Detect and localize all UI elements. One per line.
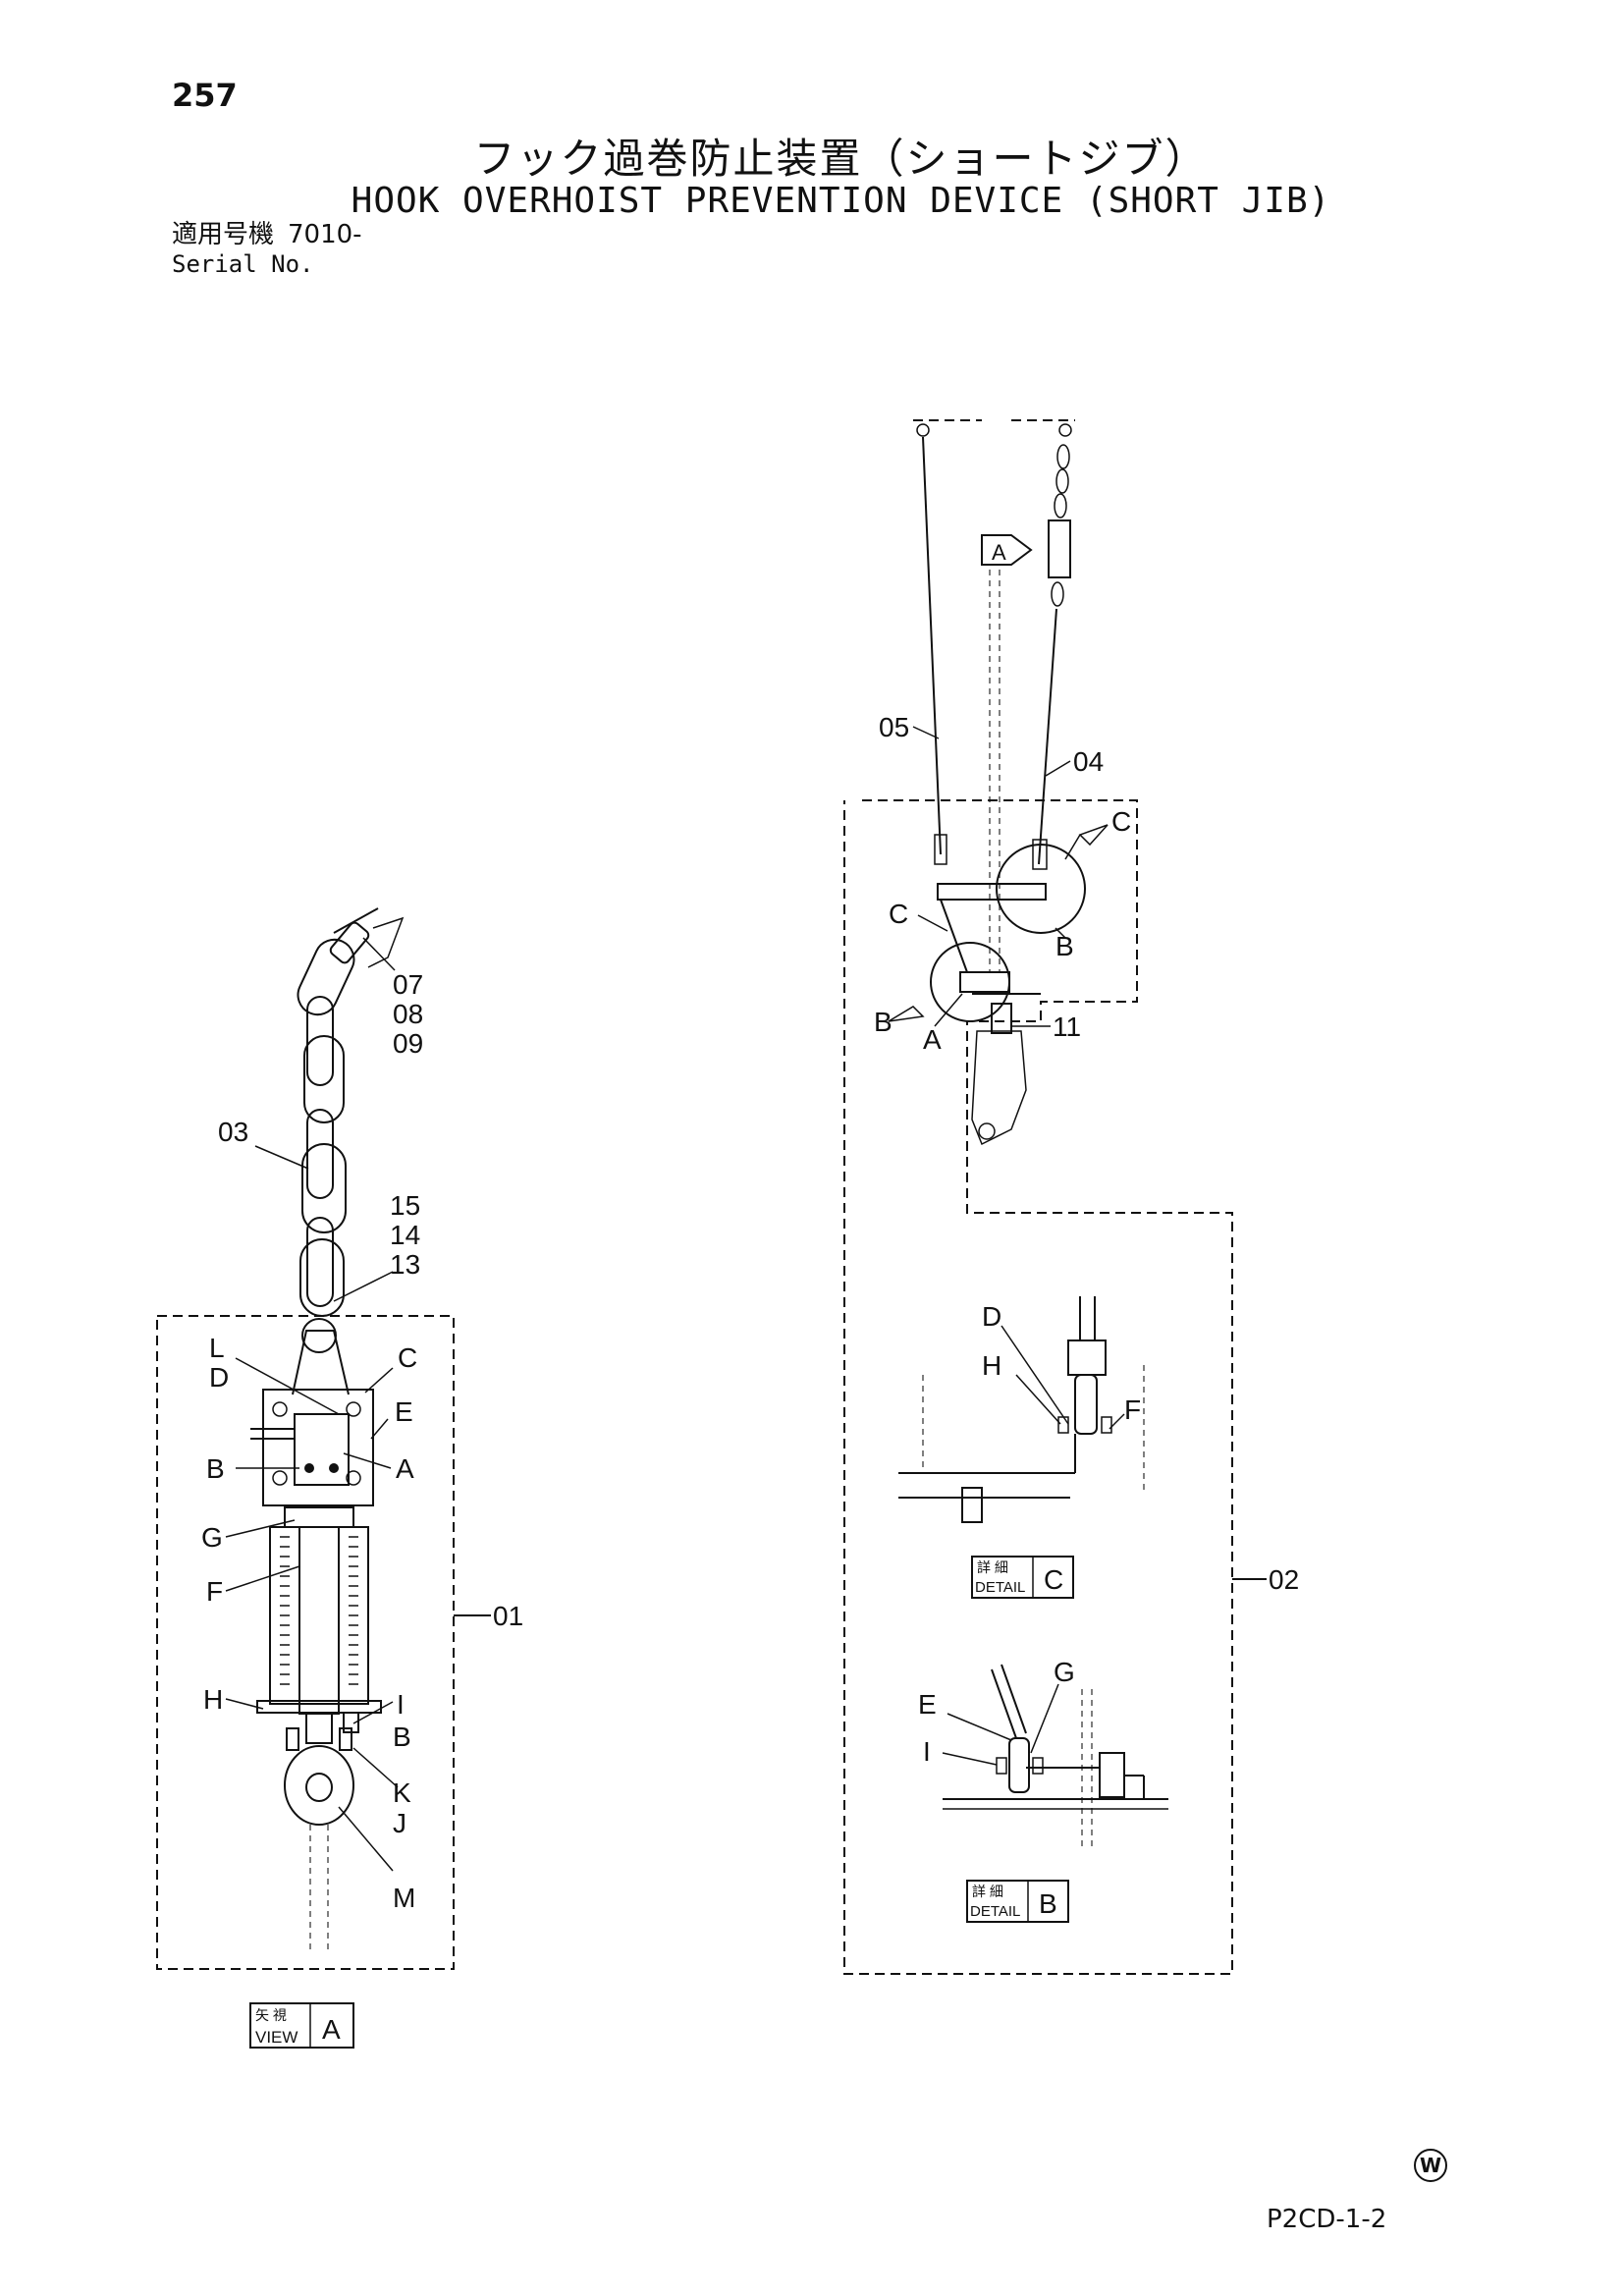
callout-C: C	[398, 1342, 417, 1373]
detail-b-label-jp: 詳 細	[972, 1884, 1003, 1899]
detail-b-callout-G: G	[1054, 1657, 1075, 1687]
serial-value: 7010-	[288, 220, 362, 249]
detail-c-callout-D: D	[982, 1301, 1001, 1332]
connection-ring	[301, 1318, 337, 1353]
detail-b-label-en: DETAIL	[970, 1903, 1020, 1920]
right-assembly: A	[843, 419, 1299, 1975]
view-arrow-a: A	[981, 534, 1033, 566]
view-a-letter: A	[322, 2014, 341, 2045]
detail-c-callout-H: H	[982, 1350, 1001, 1381]
callout-J: J	[393, 1808, 406, 1838]
callout-H: H	[203, 1684, 223, 1715]
spring-cylinder	[256, 1506, 382, 1733]
callout-E: E	[395, 1396, 413, 1427]
detail-c-label-en: DETAIL	[975, 1579, 1025, 1596]
title-english: HOOK OVERHOIST PREVENTION DEVICE (SHORT …	[351, 181, 1331, 221]
callout-08: 08	[393, 999, 423, 1029]
right-leaders	[888, 726, 1109, 1027]
callout-L: L	[209, 1333, 225, 1363]
serial-block: 適用号機 7010- Serial No.	[172, 220, 362, 279]
callout-04: 04	[1073, 746, 1104, 777]
left-callouts: 07 08 09 03 15 14 13 L D C E B A G F H I…	[201, 969, 523, 1913]
callout-03: 03	[218, 1117, 248, 1147]
spreader-bar	[937, 883, 1047, 901]
callout-C-upper: C	[1111, 806, 1131, 837]
arrow-a-letter: A	[992, 540, 1006, 565]
view-a-label-en: VIEW	[255, 2028, 298, 2047]
serial-label-jp: 適用号機	[172, 220, 275, 249]
callout-B-upper: B	[1055, 931, 1074, 961]
callout-B-lower: B	[393, 1722, 411, 1752]
callout-A-lower: A	[923, 1024, 942, 1055]
detail-b-letter: B	[1039, 1888, 1057, 1919]
detail-circle-b	[930, 942, 1010, 1022]
callout-07: 07	[393, 969, 423, 1000]
detail-b-callout-I: I	[923, 1736, 931, 1767]
hook-block	[959, 971, 1041, 1146]
callout-09: 09	[393, 1028, 423, 1059]
wire-rope-05	[922, 436, 942, 855]
callout-B: B	[206, 1453, 225, 1484]
page-number: 257	[172, 77, 238, 114]
view-a-tag: 矢 視 VIEW A	[249, 2002, 354, 2049]
detail-c-callout-F: F	[1124, 1394, 1141, 1425]
detail-c-label-jp: 詳 細	[977, 1559, 1008, 1575]
right-callouts: 05 04 C C B B A 11 02	[874, 712, 1299, 1595]
detail-b: E G I 詳 細 DETAIL B	[918, 1657, 1168, 1923]
assembly-01-boundary	[156, 1315, 455, 1970]
callout-B-lower: B	[874, 1007, 893, 1037]
callout-01: 01	[493, 1601, 523, 1631]
callout-14: 14	[390, 1220, 420, 1250]
chain-04	[1032, 444, 1071, 870]
detail-b-callout-E: E	[918, 1689, 937, 1720]
callout-D: D	[209, 1362, 229, 1393]
view-a-label-jp: 矢 視	[255, 2007, 287, 2023]
chain-03	[297, 938, 355, 1317]
detail-circle-c	[996, 844, 1086, 934]
serial-label-en: Serial No.	[172, 250, 314, 278]
top-shackle	[329, 907, 405, 968]
callout-M: M	[393, 1883, 415, 1913]
w-circle-mark: W	[1414, 2149, 1447, 2182]
callout-05: 05	[879, 712, 909, 742]
callout-02: 02	[1269, 1564, 1299, 1595]
callout-I: I	[397, 1689, 405, 1720]
detail-c: D H F 詳 細 DETAIL C	[898, 1296, 1145, 1599]
callout-C-lower: C	[889, 899, 908, 929]
document-code: P2CD-1-2	[1267, 2205, 1387, 2234]
callout-F: F	[206, 1576, 223, 1607]
callout-A: A	[396, 1453, 414, 1484]
left-assembly: 07 08 09 03 15 14 13 L D C E B A G F H I…	[156, 907, 523, 2049]
eye-bolt	[284, 1713, 354, 1949]
callout-K: K	[393, 1777, 411, 1808]
callout-G: G	[201, 1522, 223, 1553]
limit-switch-housing	[250, 1330, 374, 1506]
assembly-02-boundary	[843, 799, 1233, 1975]
callout-15: 15	[390, 1190, 420, 1221]
detail-c-letter: C	[1044, 1564, 1063, 1595]
title-japanese: フック過巻防止装置（ショートジブ）	[473, 135, 1209, 183]
left-leaders	[225, 937, 399, 1872]
callout-11: 11	[1053, 1011, 1081, 1042]
callout-13: 13	[390, 1249, 420, 1280]
